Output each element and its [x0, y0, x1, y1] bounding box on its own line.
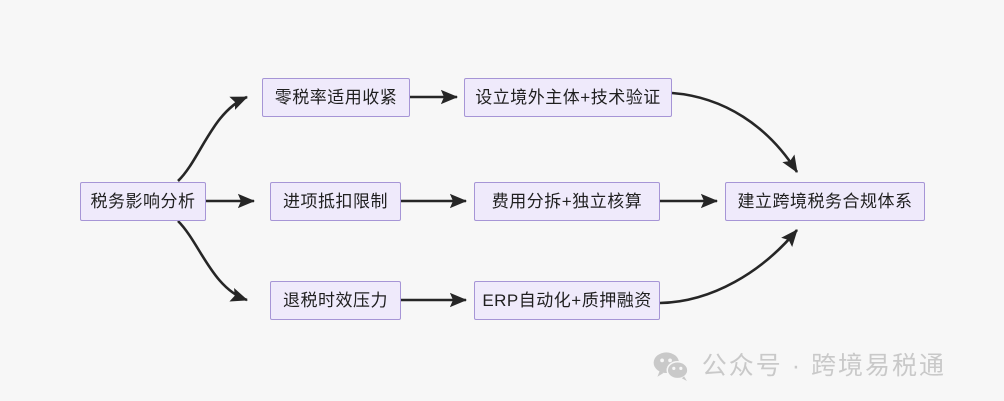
node-label: 费用分拆+独立核算	[491, 192, 643, 211]
node-issue-3[interactable]: 退税时效压力	[270, 281, 401, 320]
node-label: 零税率适用收紧	[274, 88, 398, 107]
node-label: 建立跨境税务合规体系	[737, 192, 913, 211]
node-action-1[interactable]: 设立境外主体+技术验证	[464, 78, 672, 117]
edge-action3-to-goal	[659, 229, 798, 305]
node-issue-2[interactable]: 进项抵扣限制	[270, 182, 401, 221]
wechat-icon	[652, 351, 690, 381]
node-action-3[interactable]: ERP自动化+质押融资	[474, 281, 660, 320]
watermark: 公众号 · 跨境易税通	[652, 351, 946, 381]
node-label: 进项抵扣限制	[283, 192, 388, 211]
node-goal[interactable]: 建立跨境税务合规体系	[725, 182, 925, 221]
node-root[interactable]: 税务影响分析	[80, 182, 206, 221]
node-label: 税务影响分析	[90, 192, 196, 211]
node-action-2[interactable]: 费用分拆+独立核算	[474, 182, 660, 221]
node-label: 设立境外主体+技术验证	[475, 88, 661, 107]
node-issue-1[interactable]: 零税率适用收紧	[262, 78, 410, 117]
edge-root-to-issue1	[177, 95, 248, 182]
node-label: ERP自动化+质押融资	[482, 291, 652, 310]
watermark-text: 公众号 · 跨境易税通	[701, 351, 946, 380]
edge-action1-to-goal	[671, 91, 799, 173]
edge-root-to-issue3	[177, 220, 248, 302]
node-label: 退税时效压力	[283, 291, 388, 310]
